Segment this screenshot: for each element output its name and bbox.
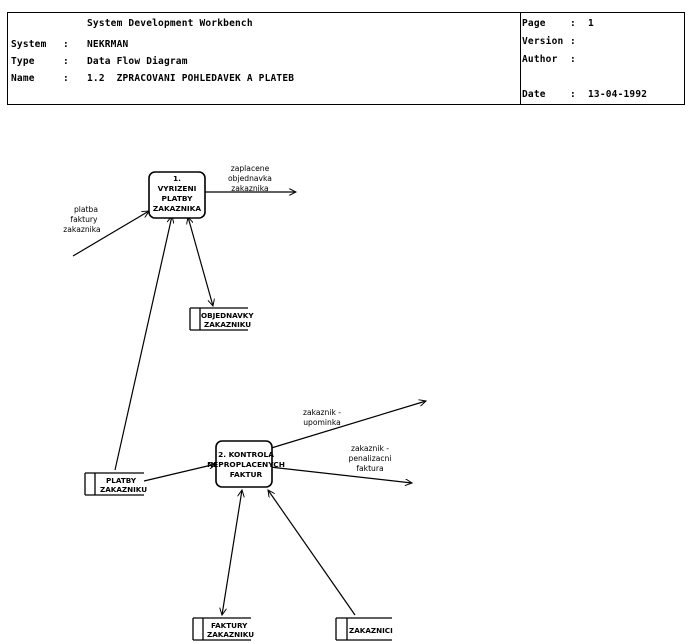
store-objednavky xyxy=(189,307,248,331)
title-block xyxy=(7,12,685,105)
page-label: Page xyxy=(522,18,546,29)
flow-zaplacene-line-2: objednavka xyxy=(228,174,272,183)
store-platby xyxy=(84,472,144,496)
flow-zaplacene-line-3: zakaznika xyxy=(231,184,268,193)
version-label: Version xyxy=(522,36,564,47)
process-1-line-1: VYRIZENI xyxy=(158,184,197,193)
flow-line-zakaznici xyxy=(268,490,356,616)
process-1-box xyxy=(148,171,206,219)
flow-line-faktury xyxy=(222,490,242,615)
store-faktury xyxy=(192,617,251,641)
flow-line-upominka xyxy=(267,401,426,450)
flow-zaplacene-line-1: zaplacene xyxy=(231,164,270,173)
store-objednavky-line-1: OBJEDNAVKY xyxy=(201,311,254,320)
process-2-line-2: NEPROPLACENYCH xyxy=(207,460,285,469)
flow-upominka-line-2: upominka xyxy=(303,418,341,427)
store-platby-line-1: PLATBY xyxy=(106,476,137,485)
flow-platba-line-1: platba xyxy=(74,205,98,214)
page-value: 1 xyxy=(588,18,594,29)
date-label: Date xyxy=(522,89,546,100)
system-colon: : xyxy=(63,39,69,50)
title-block-divider xyxy=(520,13,521,104)
date-value: 13-04-1992 xyxy=(588,89,648,100)
flow-penalizacni-line-3: faktura xyxy=(356,464,383,473)
type-label: Type xyxy=(11,56,35,67)
flow-line-platby-p1 xyxy=(114,216,172,471)
process-1-number: 1. xyxy=(173,174,181,183)
flow-platba-line-3: zakaznika xyxy=(63,225,100,234)
store-faktury-line-1: FAKTURY xyxy=(211,621,248,630)
store-platby-line-2: ZAKAZNIKU xyxy=(100,485,147,494)
process-2-line-1: 2. KONTROLA xyxy=(218,450,274,459)
type-value: Data Flow Diagram xyxy=(87,56,188,67)
flow-line-platby-p2 xyxy=(143,464,216,482)
store-faktury-line-2: ZAKAZNIKU xyxy=(207,630,254,639)
name-colon: : xyxy=(63,73,69,84)
flow-platba-line-2: faktury xyxy=(70,215,98,224)
flow-penalizacni-line-2: penalizacni xyxy=(349,454,392,463)
store-zakaznici xyxy=(335,617,392,641)
process-1-line-3: ZAKAZNIKA xyxy=(153,204,202,213)
process-2-box xyxy=(215,440,273,488)
name-value: 1.2 ZPRACOVANI POHLEDAVEK A PLATEB xyxy=(87,73,295,84)
type-colon: : xyxy=(63,56,69,67)
store-zakaznici-label: ZAKAZNICI xyxy=(349,626,393,635)
flow-line-penalizacni xyxy=(269,466,412,483)
flow-line-objednavky xyxy=(188,217,213,306)
process-1-line-2: PLATBY xyxy=(162,194,194,203)
system-label: System xyxy=(11,39,47,50)
system-value: NEKRMAN xyxy=(87,39,129,50)
name-label: Name xyxy=(11,73,35,84)
author-colon: : xyxy=(570,54,576,65)
workbench-title: System Development Workbench xyxy=(87,18,253,29)
date-colon: : xyxy=(570,89,576,100)
store-objednavky-line-2: ZAKAZNIKU xyxy=(204,320,251,329)
author-label: Author xyxy=(522,54,558,65)
process-2-line-3: FAKTUR xyxy=(230,470,263,479)
version-colon: : xyxy=(570,36,576,47)
flow-upominka-line-1: zakaznik - xyxy=(303,408,341,417)
flow-line-platba xyxy=(72,211,149,257)
page-colon: : xyxy=(570,18,576,29)
flow-penalizacni-line-1: zakaznik - xyxy=(351,444,389,453)
